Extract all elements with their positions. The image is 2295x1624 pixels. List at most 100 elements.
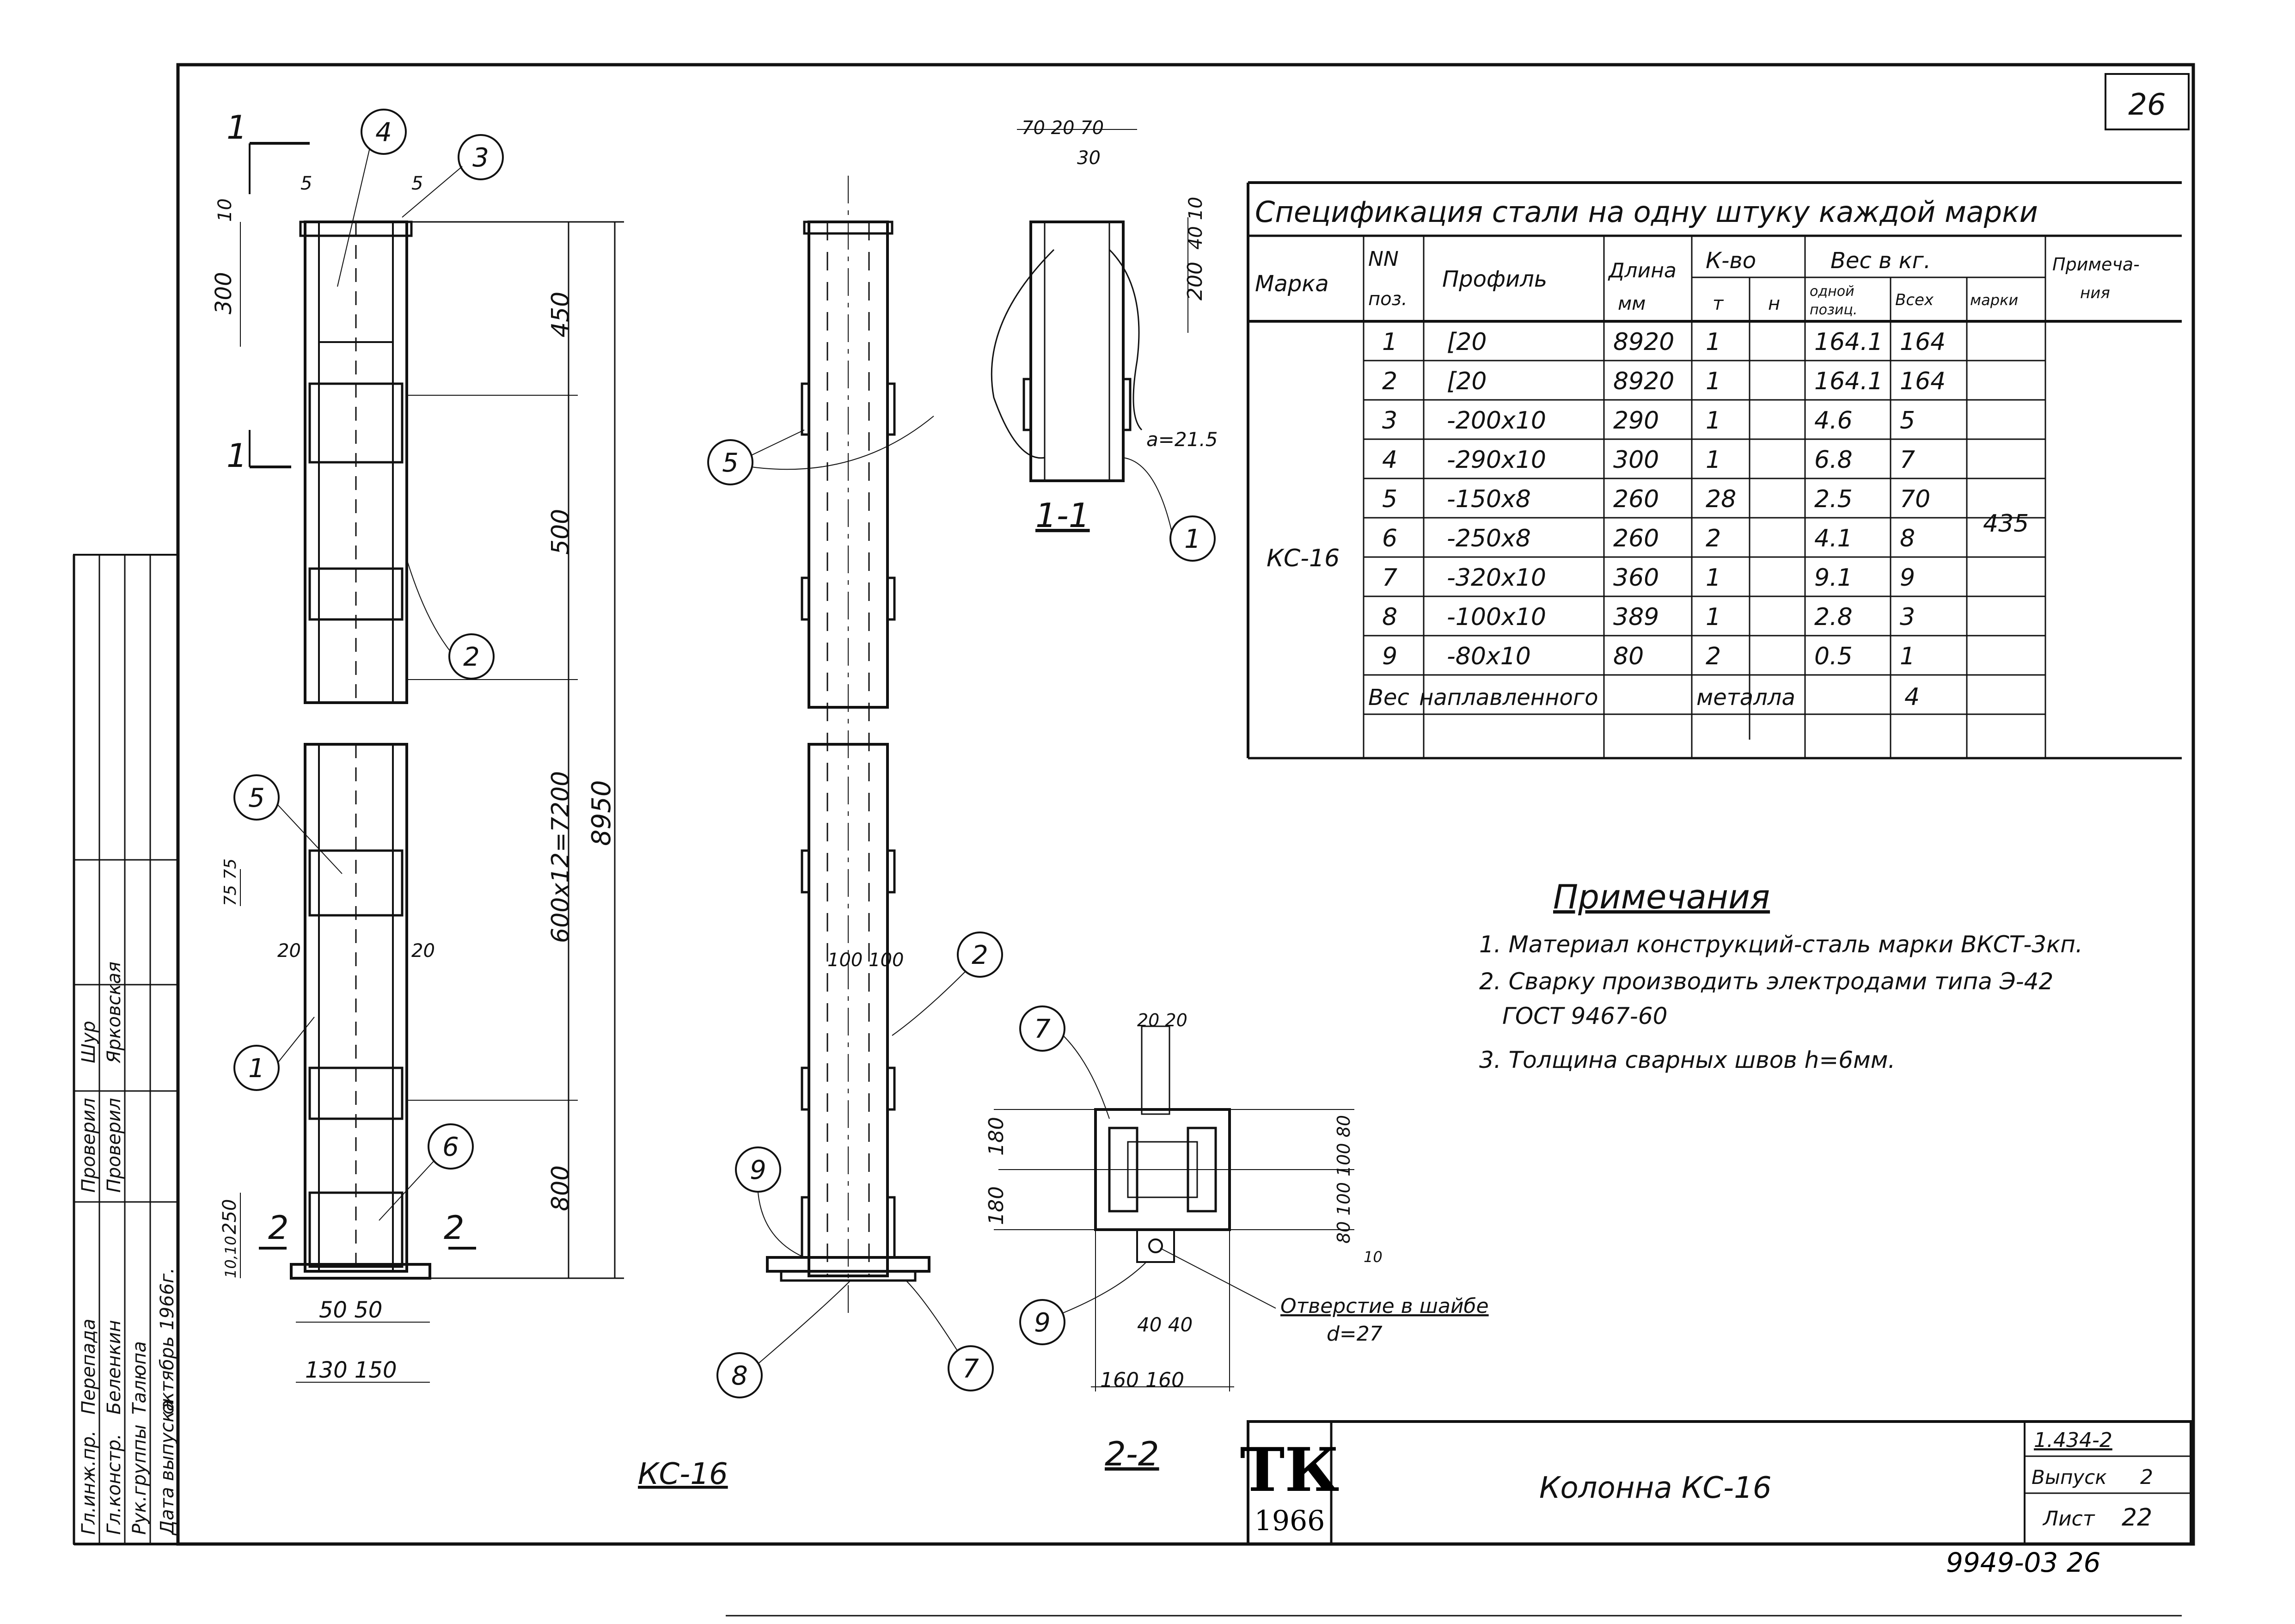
spec-cell-pos: 2 xyxy=(1382,368,1397,395)
svg-text:6: 6 xyxy=(442,1132,459,1162)
dim-100-100: 100 100 xyxy=(827,950,904,971)
svg-text:9: 9 xyxy=(750,1155,766,1185)
hdr-weight-all: Всех xyxy=(1895,291,1934,309)
spec-cell-pos: 8 xyxy=(1382,603,1397,631)
spec-cell-qty_t: 2 xyxy=(1706,525,1721,552)
spec-cell-profile: -250x8 xyxy=(1447,525,1531,552)
section-mark-2-left: 2 xyxy=(268,1209,289,1247)
svg-text:2: 2 xyxy=(972,940,988,970)
note-2: 2. Сварку производить электродами типа Э… xyxy=(1479,968,2053,995)
svg-text:7: 7 xyxy=(962,1354,979,1384)
spec-cell-w_one: 2.8 xyxy=(1814,603,1853,631)
stamp-role-4: Дата выпуска xyxy=(157,1400,178,1536)
s2-dim-right: 80 100 100 80 xyxy=(1334,1115,1354,1244)
hdr-qty-n: н xyxy=(1768,293,1780,314)
dim-10: 10 xyxy=(214,198,236,222)
spec-cell-profile: -80x10 xyxy=(1447,643,1531,670)
callout-6: 6 xyxy=(379,1123,474,1221)
issue-label: Выпуск xyxy=(2032,1466,2107,1489)
spec-cell-length: 8920 xyxy=(1613,368,1674,395)
dim-20-left: 20 xyxy=(277,940,301,962)
section-mark-2-right: 2 xyxy=(444,1209,465,1247)
spec-cell-qty_t: 1 xyxy=(1706,564,1721,592)
hdr-pos-2: поз. xyxy=(1368,288,1408,310)
callout-8: 8 xyxy=(716,1280,851,1398)
spec-cell-profile: -320x10 xyxy=(1447,564,1546,592)
column-elevation xyxy=(240,142,624,1383)
section-mark-1-bottom: 1 xyxy=(226,437,247,475)
spec-cell-qty_t: 1 xyxy=(1706,603,1721,631)
main-view-label: КС-16 xyxy=(638,1457,728,1491)
hdr-length-2: мм xyxy=(1618,293,1646,314)
spec-cell-profile: [20 xyxy=(1447,368,1487,395)
series: 1.434-2 xyxy=(2034,1428,2112,1452)
notes-title: Примечания xyxy=(1553,877,1770,916)
hdr-pos-1: NN xyxy=(1368,247,1399,271)
spec-cell-w_all: 164 xyxy=(1900,328,1946,356)
note-2b: ГОСТ 9467-60 xyxy=(1502,1003,1667,1030)
hdr-weight: Вес в кг. xyxy=(1830,248,1931,274)
spec-title: Спецификация стали на одну штуку каждой … xyxy=(1255,195,2038,229)
callout-9a: 9 xyxy=(735,1146,805,1258)
svg-text:3: 3 xyxy=(472,143,489,173)
spec-cell-profile: -200x10 xyxy=(1447,407,1546,435)
section-1-1: 70 20 70 30 40 10 200 a=21.5 1-1 xyxy=(991,117,1218,535)
spec-mark-value: КС-16 xyxy=(1267,545,1340,572)
spec-table: Спецификация стали на одну штуку каждой … xyxy=(1247,181,2182,760)
sheet-label: Лист xyxy=(2042,1507,2095,1531)
dim-130-150: 130 150 xyxy=(305,1357,397,1383)
note-1: 1. Материал конструкций-сталь марки ВКСТ… xyxy=(1479,931,2083,958)
stamp-name-2: Беленкин xyxy=(104,1320,125,1415)
svg-text:5: 5 xyxy=(248,783,265,813)
callout-3: 3 xyxy=(402,134,504,218)
section-2-2: 20 20 180 180 80 100 100 80 10 40 40 160… xyxy=(985,1010,1489,1473)
s1-dim-30: 30 xyxy=(1077,147,1101,169)
spec-cell-qty_t: 1 xyxy=(1706,407,1721,435)
svg-text:1: 1 xyxy=(248,1054,265,1084)
dim-500: 500 xyxy=(547,509,575,555)
spec-cell-profile: -100x10 xyxy=(1447,603,1546,631)
callout-4: 4 xyxy=(337,109,407,287)
spec-cell-w_one: 4.6 xyxy=(1814,407,1853,435)
issue-value: 2 xyxy=(2140,1465,2153,1489)
sheet-number-box: 26 xyxy=(2105,73,2190,130)
spec-cell-w_all: 5 xyxy=(1900,407,1915,435)
spec-cell-w_one: 164.1 xyxy=(1814,368,1883,395)
spec-cell-qty_t: 2 xyxy=(1706,643,1721,670)
s2-dim-180a: 180 xyxy=(985,1117,1008,1156)
s1-weld: a=21.5 xyxy=(1146,428,1218,451)
logo-letters: ТК xyxy=(1240,1434,1340,1505)
spec-cell-qty_t: 1 xyxy=(1706,328,1721,356)
svg-text:7: 7 xyxy=(1034,1014,1051,1044)
spec-cell-length: 389 xyxy=(1613,603,1659,631)
stamp-name-5: Шур xyxy=(78,1021,99,1063)
dim-450: 450 xyxy=(547,292,575,337)
dim-top-5-right: 5 xyxy=(411,173,423,194)
spec-cell-pos: 9 xyxy=(1382,643,1397,670)
elevation-dimension-texts: 1 1 2 2 5 5 10 300 450 500 600x12=7200 8… xyxy=(211,109,728,1491)
spec-cell-w_all: 9 xyxy=(1900,564,1915,592)
svg-text:8: 8 xyxy=(731,1361,748,1391)
callout-2a: 2 xyxy=(406,559,495,680)
svg-text:9: 9 xyxy=(1034,1308,1051,1338)
svg-text:5: 5 xyxy=(722,448,739,478)
stamp-role-2: Гл.констр. xyxy=(104,1434,125,1535)
spec-cell-profile: [20 xyxy=(1447,328,1487,356)
sheet-value: 22 xyxy=(2122,1504,2152,1532)
callout-7b: 7 xyxy=(1019,1005,1110,1119)
weld-c: металла xyxy=(1696,685,1795,711)
spec-cell-length: 8920 xyxy=(1613,328,1674,356)
dim-8950: 8950 xyxy=(587,780,617,846)
spec-cell-pos: 6 xyxy=(1382,525,1397,552)
s1-dim-200: 200 xyxy=(1183,262,1207,300)
dim-75-75: 75 75 xyxy=(221,858,240,906)
logo-year: 1966 xyxy=(1255,1505,1325,1537)
dim-800: 800 xyxy=(547,1165,575,1211)
spec-cell-w_one: 6.8 xyxy=(1814,446,1853,474)
hdr-note-1: Примеча- xyxy=(2052,254,2140,275)
section-2-2-label: 2-2 xyxy=(1105,1434,1159,1473)
title-block: ТК 1966 Колонна КС-16 1.434-2 Выпуск 2 Л… xyxy=(1240,1420,2192,1578)
svg-text:4: 4 xyxy=(375,117,392,147)
spec-cell-pos: 4 xyxy=(1382,446,1397,474)
